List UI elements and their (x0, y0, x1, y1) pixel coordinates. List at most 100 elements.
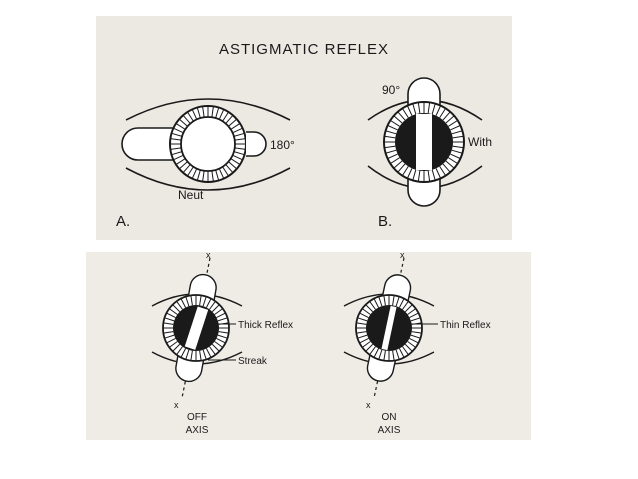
iris-ticks-off (163, 295, 229, 361)
iris-tick (173, 127, 184, 134)
iris-tick (228, 118, 238, 127)
iris-tick (202, 296, 207, 307)
iris-tick (452, 145, 464, 149)
iris-tick (163, 331, 174, 334)
iris-tick (217, 334, 228, 339)
iris-tick (397, 163, 406, 173)
iris-tick (225, 164, 234, 174)
iris-tick (384, 135, 396, 139)
iris-tick (387, 153, 398, 160)
iris-tick (211, 304, 220, 313)
iris-tick (445, 160, 455, 169)
iris-tick (199, 295, 202, 306)
iris-tick (173, 154, 184, 161)
iris-tick (392, 295, 395, 306)
eye-diagram-on-axis: x x Thin Reflex ON AXIS (343, 252, 491, 436)
axis-mark-top-off: x (206, 252, 211, 260)
iris-tick (182, 114, 191, 124)
iris-tick (395, 349, 400, 360)
iris-tick (190, 350, 193, 361)
iris-tick (191, 109, 198, 120)
iris-tick (387, 124, 398, 131)
angle-label-a: 180° (270, 138, 295, 152)
iris-tick (393, 160, 403, 169)
iris-tick (373, 348, 380, 358)
iris-tick (230, 158, 241, 165)
eye-diagram-off-axis: x x Thick Reflex Streak OFF AXIS (151, 252, 293, 436)
iris-tick (439, 108, 447, 118)
iris-tick (215, 169, 220, 181)
iris-tick (402, 346, 409, 355)
iris-tick (359, 337, 369, 344)
iris-tick (406, 168, 413, 179)
iris-tick (196, 107, 201, 119)
iris-tick (365, 304, 374, 313)
iris-tick (166, 312, 176, 319)
iris-ticks-b (384, 102, 464, 182)
iris-tick (191, 168, 198, 179)
iris-tick (166, 337, 176, 344)
on-caption-line1: ON (382, 412, 397, 423)
iris-tick (431, 103, 436, 115)
iris-tick (385, 149, 397, 154)
iris-tick (390, 157, 400, 165)
iris-tick (180, 298, 187, 308)
iris-tick (359, 312, 369, 319)
iris-tick (410, 317, 421, 322)
iris-tick (378, 296, 383, 307)
upper-eyelid-a (125, 98, 291, 121)
iris-tick (411, 331, 422, 334)
iris-tick (232, 154, 243, 161)
iris-tick (232, 127, 243, 134)
iris-tick (383, 295, 386, 306)
iris-tick (442, 111, 451, 121)
iris-tick (445, 115, 455, 124)
iris-tick (357, 334, 368, 339)
iris-tick (228, 161, 238, 170)
iris-tick (190, 295, 193, 306)
iris-tick (187, 111, 194, 122)
iris-tick (412, 169, 417, 181)
iris-tick (196, 169, 201, 181)
iris-tick (182, 164, 191, 174)
iris-tick (222, 111, 229, 122)
iris-tick (378, 349, 383, 360)
iris-tick (357, 317, 368, 322)
iris-ticks-on (356, 295, 422, 361)
iris-tick (218, 168, 225, 179)
iris-tick (383, 350, 386, 361)
iris-tick (448, 119, 458, 127)
iris-tick (427, 170, 431, 182)
iris-tick (178, 118, 188, 127)
iris-tick (170, 138, 182, 141)
iris-tick (205, 348, 212, 358)
iris-tick (163, 322, 174, 325)
iris-tick (401, 108, 409, 118)
iris-tick (209, 346, 216, 355)
iris-tick (369, 346, 376, 355)
iris-tick (384, 145, 396, 149)
iris-tick (199, 350, 202, 361)
thick-reflex-band (184, 306, 209, 350)
iris-tick (452, 135, 464, 139)
iris-tick (233, 132, 245, 137)
iris-tick (398, 298, 405, 308)
iris-tick (171, 151, 183, 156)
iris-tick (185, 296, 190, 307)
iris-tick (390, 119, 400, 127)
iris-tick (230, 123, 241, 130)
iris-tick (404, 304, 413, 313)
off-caption-line1: OFF (187, 412, 207, 423)
iris-tick (369, 301, 376, 310)
diagram-title: ASTIGMATIC REFLEX (219, 41, 389, 58)
iris-tick (216, 337, 226, 344)
iris-tick (164, 317, 175, 322)
pupil-a (180, 116, 236, 172)
iris-tick (169, 341, 178, 348)
iris-tick (435, 105, 442, 116)
bottom-diagram-panel: x x Thick Reflex Streak OFF AXIS x x (86, 252, 531, 440)
iris-tick (202, 349, 207, 360)
iris-tick (211, 106, 214, 118)
iris-tick (417, 170, 421, 182)
iris-tick (407, 341, 416, 348)
